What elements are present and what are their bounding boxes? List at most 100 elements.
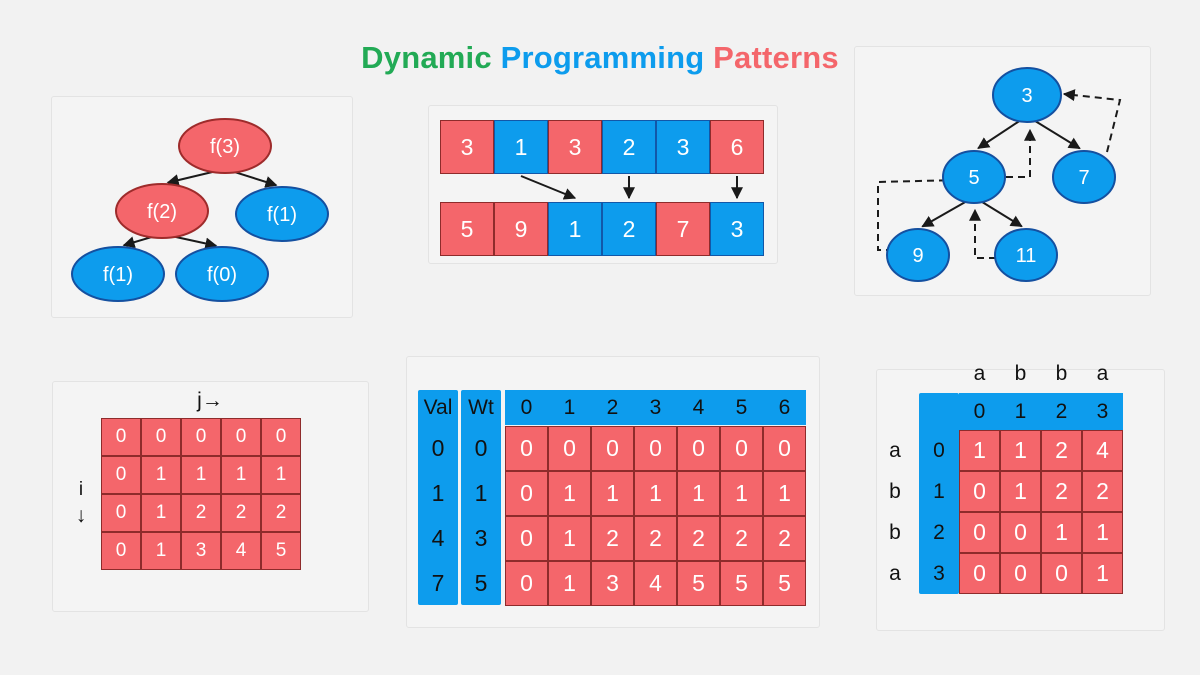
knapsack-cell[interactable]: 1 — [763, 471, 806, 516]
lps-cell[interactable]: 1 — [1082, 512, 1123, 553]
lps-cell[interactable]: 1 — [1000, 430, 1041, 471]
knapsack-cell[interactable]: 5 — [763, 561, 806, 606]
knapsack-cell[interactable]: 0 — [720, 426, 763, 471]
recursion-node-f0[interactable]: f(0) — [175, 246, 269, 302]
knapsack-cell[interactable]: 1 — [634, 471, 677, 516]
lps-cell[interactable]: 0 — [1000, 512, 1041, 553]
knapsack-cell[interactable]: 0 — [763, 426, 806, 471]
knapsack-cell[interactable]: 0 — [548, 426, 591, 471]
knapsack-cell[interactable]: 1 — [677, 471, 720, 516]
knapsack-cell[interactable]: 2 — [634, 516, 677, 561]
recursion-node-f1[interactable]: f(1) — [71, 246, 165, 302]
knapsack-cell[interactable]: 0 — [505, 426, 548, 471]
memo-return-edge — [1006, 128, 1036, 178]
knapsack-cell[interactable]: 0 — [634, 426, 677, 471]
dp-grid-cell[interactable]: 2 — [181, 494, 221, 532]
lps-left-char-label: b — [889, 520, 901, 544]
knapsack-cell[interactable]: 2 — [677, 516, 720, 561]
array-bottom-cell-2[interactable]: 1 — [548, 202, 602, 256]
lps-cell[interactable]: 2 — [1041, 430, 1082, 471]
memo-node-3[interactable]: 3 — [992, 67, 1062, 123]
knapsack-cell[interactable]: 1 — [720, 471, 763, 516]
memo-node-9[interactable]: 9 — [886, 228, 950, 282]
lps-cell[interactable]: 0 — [1000, 553, 1041, 594]
array-top-cell-2[interactable]: 3 — [548, 120, 602, 174]
array-top-cell-0[interactable]: 3 — [440, 120, 494, 174]
recursion-node-f3[interactable]: f(3) — [178, 118, 272, 174]
memo-node-label: 3 — [1021, 85, 1032, 107]
memo-node-11[interactable]: 11 — [994, 228, 1058, 282]
dp-grid-cell[interactable]: 1 — [261, 456, 301, 494]
array-top-cell-4[interactable]: 3 — [656, 120, 710, 174]
lps-cell[interactable]: 2 — [1082, 471, 1123, 512]
knapsack-cell[interactable]: 2 — [591, 516, 634, 561]
lps-cell[interactable]: 4 — [1082, 430, 1123, 471]
memo-return-edge — [969, 208, 996, 259]
knapsack-cell[interactable]: 2 — [763, 516, 806, 561]
dp-grid-cell[interactable]: 5 — [261, 532, 301, 570]
lps-cell[interactable]: 1 — [959, 430, 1000, 471]
dp-grid-cell[interactable]: 2 — [221, 494, 261, 532]
lps-top-char-label: a — [973, 362, 986, 385]
memo-node-7[interactable]: 7 — [1052, 150, 1116, 204]
dp-grid-cell[interactable]: 1 — [141, 494, 181, 532]
dp-grid-cell[interactable]: 0 — [101, 532, 141, 570]
dp-grid-cell[interactable]: 3 — [181, 532, 221, 570]
dp-grid-cell[interactable]: 4 — [221, 532, 261, 570]
dp-grid-cell[interactable]: 0 — [141, 418, 181, 456]
knapsack-cell[interactable]: 5 — [677, 561, 720, 606]
memo-node-5[interactable]: 5 — [942, 150, 1006, 204]
knapsack-cell[interactable]: 0 — [591, 426, 634, 471]
knapsack-cell[interactable]: 4 — [634, 561, 677, 606]
knapsack-cell[interactable]: 1 — [548, 561, 591, 606]
dp-grid-cell[interactable]: 1 — [181, 456, 221, 494]
dp-grid-cell[interactable]: 1 — [141, 456, 181, 494]
lps-cell[interactable]: 0 — [959, 471, 1000, 512]
lps-cell[interactable]: 0 — [1041, 553, 1082, 594]
dp-grid-cell[interactable]: 0 — [181, 418, 221, 456]
memo-edges — [877, 89, 1122, 259]
array-top-cell-5[interactable]: 6 — [710, 120, 764, 174]
dp-grid-cell[interactable]: 0 — [101, 456, 141, 494]
lps-cell[interactable]: 1 — [1000, 471, 1041, 512]
recursion-node-f1[interactable]: f(1) — [235, 186, 329, 242]
lps-cell[interactable]: 1 — [1082, 553, 1123, 594]
knapsack-item-value: 1 — [431, 480, 445, 506]
array-bottom-cell-0[interactable]: 5 — [440, 202, 494, 256]
knapsack-cell[interactable]: 2 — [720, 516, 763, 561]
dp-grid-cell[interactable]: 1 — [141, 532, 181, 570]
knapsack-cell[interactable]: 0 — [505, 561, 548, 606]
array-top-cell-1[interactable]: 1 — [494, 120, 548, 174]
knapsack-cell[interactable]: 5 — [720, 561, 763, 606]
array-bottom-cell-1[interactable]: 9 — [494, 202, 548, 256]
recursion-node-f2[interactable]: f(2) — [115, 183, 209, 239]
recursion-nodes: f(3) f(2) f(1) f(1)f(0) — [71, 118, 329, 302]
array-top-cell-3[interactable]: 2 — [602, 120, 656, 174]
array-bottom-cell-3[interactable]: 2 — [602, 202, 656, 256]
knapsack-cell[interactable]: 0 — [505, 471, 548, 516]
lps-cell[interactable]: 2 — [1041, 471, 1082, 512]
knapsack-cell[interactable]: 3 — [591, 561, 634, 606]
dp-grid-cell[interactable]: 1 — [221, 456, 261, 494]
knapsack-cell[interactable]: 1 — [548, 471, 591, 516]
array-bottom-cell-5[interactable]: 3 — [710, 202, 764, 256]
knapsack-cell[interactable]: 0 — [505, 516, 548, 561]
knapsack-cell[interactable]: 0 — [677, 426, 720, 471]
memo-return-edge — [1062, 89, 1122, 153]
knapsack-item-value: 0 — [431, 435, 445, 461]
dp-grid-cell[interactable]: 0 — [101, 494, 141, 532]
lps-cell[interactable]: 0 — [959, 553, 1000, 594]
dp-grid-cell[interactable]: 0 — [261, 418, 301, 456]
array-bottom-cell-4[interactable]: 7 — [656, 202, 710, 256]
knapsack-cell[interactable]: 1 — [591, 471, 634, 516]
lps-cell[interactable]: 1 — [1041, 512, 1082, 553]
knapsack-cell[interactable]: 1 — [548, 516, 591, 561]
lps-row-index: 2 — [933, 520, 945, 544]
recursion-node-label: f(2) — [147, 201, 177, 223]
dp-grid-cell[interactable]: 0 — [221, 418, 261, 456]
lps-cell[interactable]: 0 — [959, 512, 1000, 553]
dp-grid-cell[interactable]: 0 — [101, 418, 141, 456]
knapsack-capacity-header: 4 — [677, 390, 720, 425]
dp-grid-cell[interactable]: 2 — [261, 494, 301, 532]
